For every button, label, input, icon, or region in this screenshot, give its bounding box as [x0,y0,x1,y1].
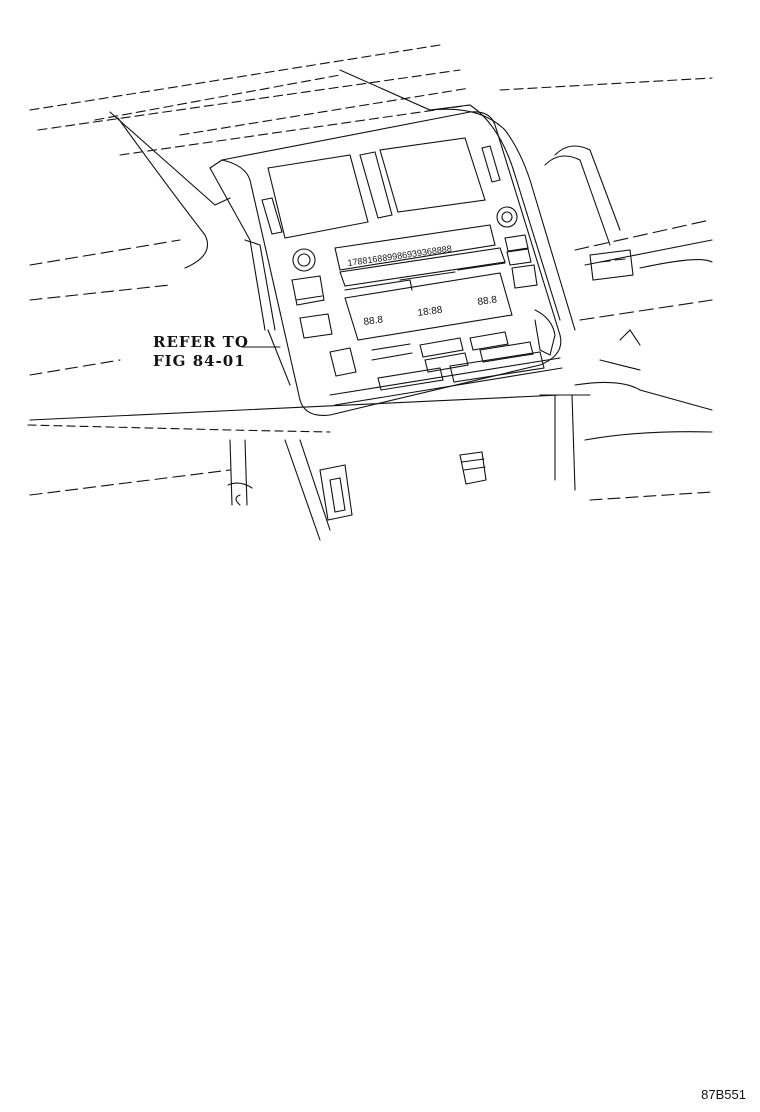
drawing-code: 87B551 [701,1087,746,1102]
display-screens [261,137,501,239]
windshield-lines [29,44,713,156]
radio-panel [291,224,538,339]
climate-temp-left: 88.8 [363,314,384,328]
center-console-bezel [209,111,562,416]
climate-temp-right: 88.8 [477,294,498,308]
refer-to-callout: REFER TO FIG 84-01 [153,333,249,371]
knobs [292,206,518,272]
door-panel-right [544,145,713,501]
climate-panel [329,272,563,406]
lower-console-parts [27,394,591,541]
climate-clock: 18:88 [417,305,444,319]
callout-line-2: FIG 84-01 [153,352,246,370]
radio-readout: 178816889986939368888 [347,243,452,268]
callout-line-1: REFER TO [153,333,249,351]
